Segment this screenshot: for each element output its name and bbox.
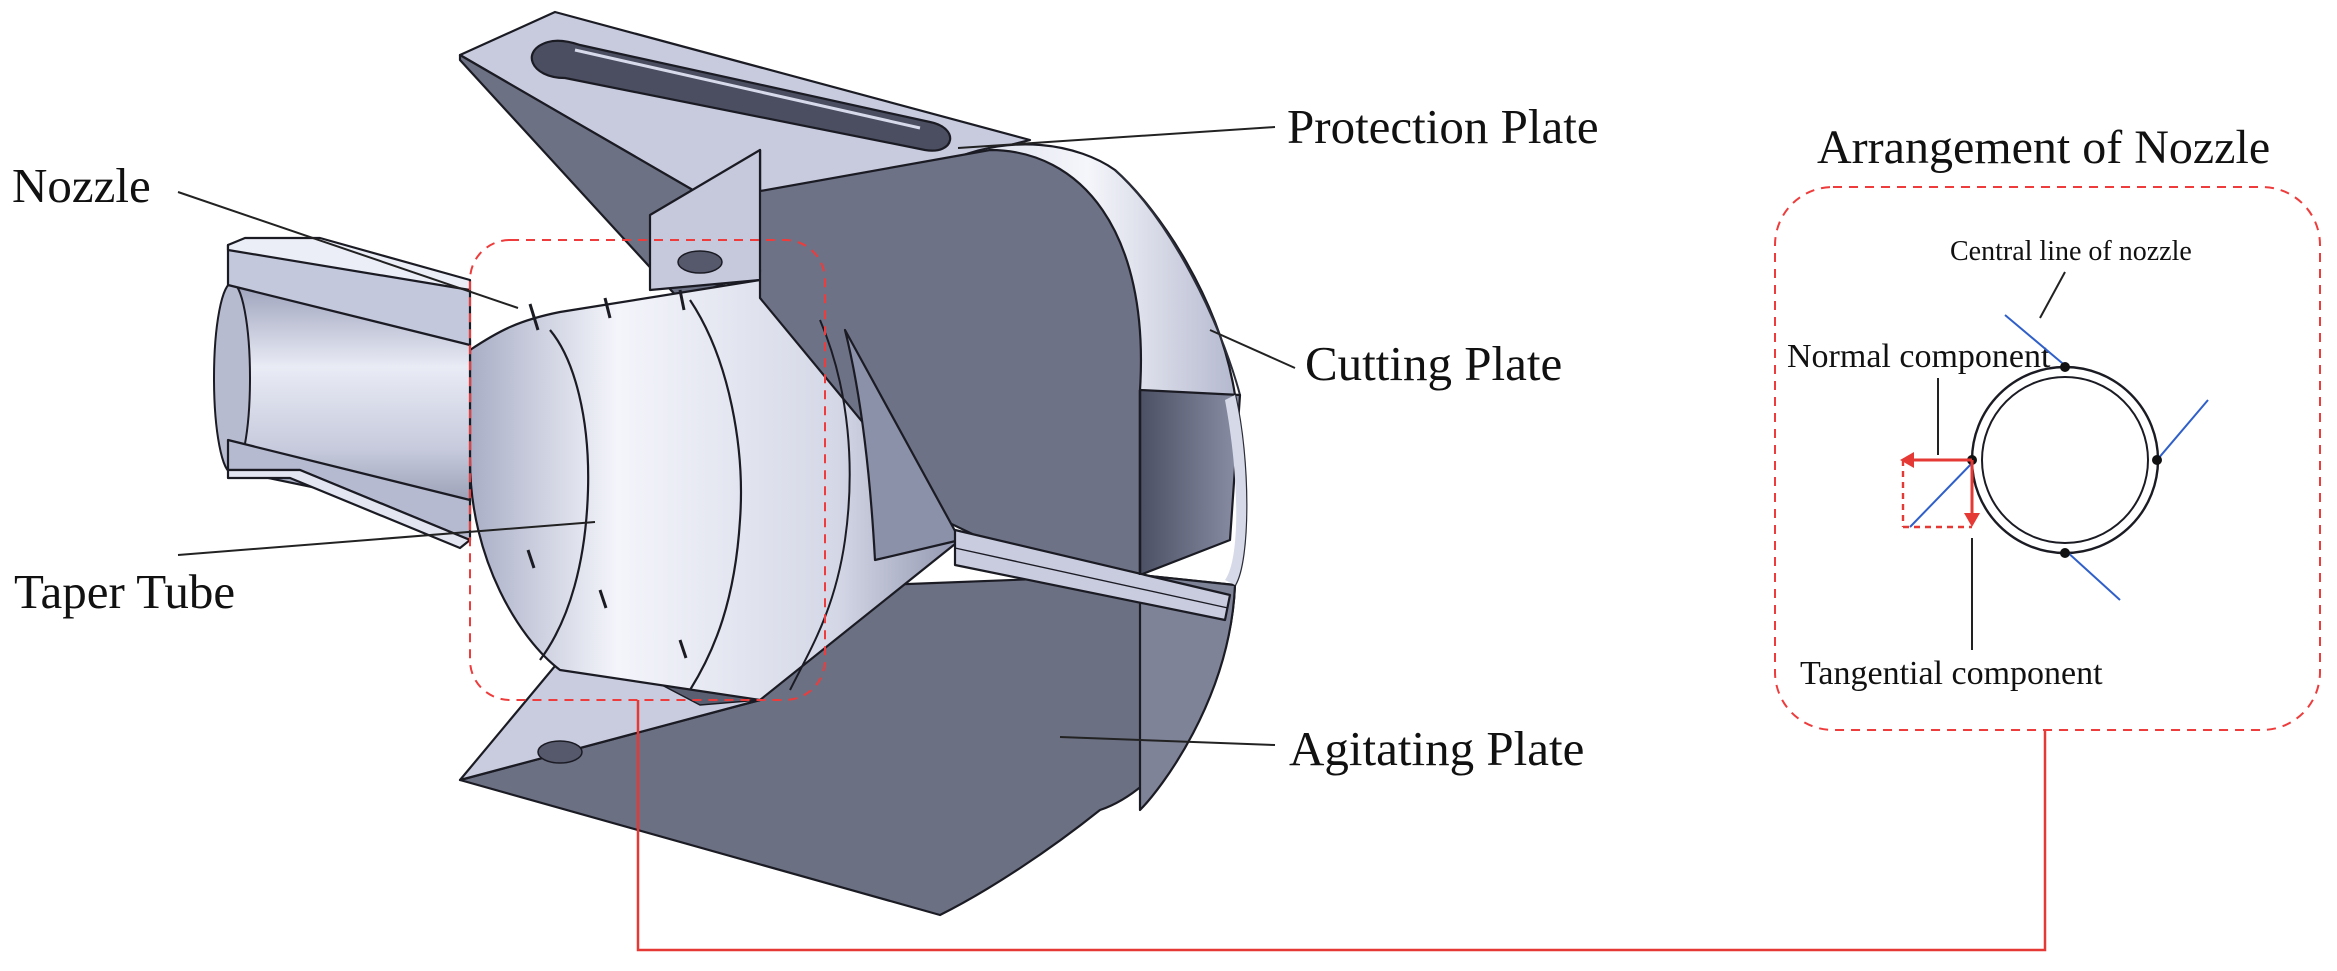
nozzle-central-lines	[1909, 314, 2209, 601]
nozzle-points	[1967, 362, 2162, 558]
taper-tube-label: Taper Tube	[14, 564, 235, 619]
agitating-plate-leader	[1059, 736, 1276, 746]
lower-hole	[537, 740, 583, 764]
central-line-label: Central line of nozzle	[1950, 236, 2192, 267]
inlet-flange-bottom-face	[226, 468, 472, 550]
outlet-tube-line	[954, 547, 1229, 609]
nozzle-slots	[526, 289, 688, 659]
cutting-plate-label: Cutting Plate	[1305, 336, 1562, 391]
nozzle-highlight-box	[469, 239, 826, 701]
protection-plate-slot	[530, 39, 952, 152]
connector-line	[636, 700, 2047, 952]
cone-ring-1	[539, 329, 590, 661]
slot-highlight	[574, 48, 921, 130]
tangential-component-label: Tangential component	[1800, 655, 2103, 692]
protection-plate-leader	[957, 126, 1276, 149]
protection-plate-label: Protection Plate	[1287, 99, 1599, 154]
cone-ring-2	[689, 299, 743, 691]
nozzle-device-model	[213, 10, 1248, 917]
nozzle-leader	[177, 191, 519, 309]
inset-title: Arrangement of Nozzle	[1817, 121, 2270, 174]
taper-tube-leader	[177, 521, 596, 556]
cutting-plate-leader	[1209, 329, 1296, 369]
agitating-plate-edge	[1138, 573, 1237, 812]
normal-component-label: Normal component	[1787, 338, 2051, 375]
inset-box	[1774, 186, 2321, 731]
nozzle-arrangement-inset: Arrangement of Nozzle Central line of no…	[1774, 121, 2321, 731]
agitating-plate-label: Agitating Plate	[1289, 721, 1584, 776]
upper-panel	[1138, 388, 1242, 577]
cone-neck	[843, 328, 962, 562]
upper-hole	[677, 250, 723, 274]
pipe-outer-circle	[1970, 365, 2160, 555]
nozzle-label: Nozzle	[12, 158, 151, 213]
pipe-inner-circle	[1981, 376, 2149, 544]
cone-ring-3	[789, 319, 851, 691]
inlet-flange-top-face	[226, 236, 472, 292]
central-line-leader	[2039, 271, 2066, 319]
cutting-plate-edge	[1114, 169, 1241, 396]
rim-highlight	[1225, 395, 1247, 585]
outlet-tube	[953, 528, 1232, 622]
velocity-decomposition	[1900, 452, 1980, 529]
